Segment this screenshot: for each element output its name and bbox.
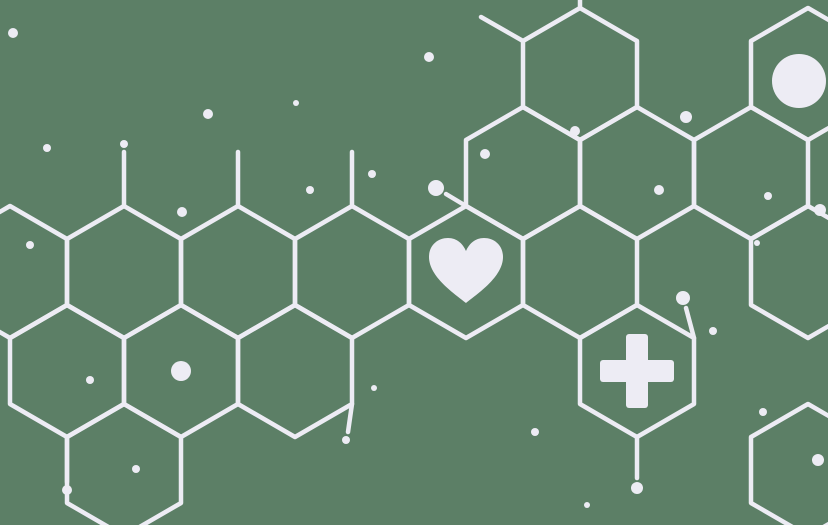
- hexagon-cell: [694, 107, 808, 239]
- molecule-dot: [631, 482, 643, 494]
- molecule-dot: [759, 408, 767, 416]
- hexagon-network: [0, 8, 828, 525]
- molecule-dot: [43, 144, 51, 152]
- molecule-dot: [306, 186, 314, 194]
- molecule-dot: [203, 109, 213, 119]
- molecule-dot: [120, 140, 128, 148]
- hexagon-cell: [67, 206, 181, 338]
- molecule-dot: [62, 485, 72, 495]
- hexagon-cell: [10, 305, 124, 437]
- bond-line: [443, 191, 469, 209]
- hexagon-cell: [0, 206, 67, 338]
- molecule-dot: [342, 436, 350, 444]
- molecule-dot: [8, 28, 18, 38]
- molecule-dot: [680, 111, 692, 123]
- medical-cross-icon: [600, 334, 674, 408]
- molecule-dot: [584, 502, 590, 508]
- medical-cross-horizontal-bar: [600, 360, 674, 382]
- hexagon-cell: [181, 206, 295, 338]
- circle-icon: [772, 54, 826, 108]
- molecule-dot: [26, 241, 34, 249]
- heart-icon: [429, 238, 503, 303]
- molecule-dot: [428, 180, 444, 196]
- molecule-dot: [676, 291, 690, 305]
- bond-line: [683, 305, 697, 341]
- bond-line: [478, 14, 526, 44]
- molecule-dot: [764, 192, 772, 200]
- hexagon-cell: [751, 206, 828, 338]
- molecule-dot: [709, 327, 717, 335]
- molecule-dot: [293, 100, 299, 106]
- molecule-dot: [177, 207, 187, 217]
- molecule-dot: [86, 376, 94, 384]
- molecule-dots: [8, 28, 826, 508]
- molecule-dot: [132, 465, 140, 473]
- bond-line: [345, 401, 355, 435]
- molecule-dot: [654, 185, 664, 195]
- hexagon-cell: [67, 404, 181, 525]
- molecule-dot: [371, 385, 377, 391]
- hexagon-cell: [295, 206, 409, 338]
- molecule-dot: [814, 204, 826, 216]
- hexagon-cell: [523, 8, 637, 140]
- hexagon-cell: [580, 107, 694, 239]
- molecule-dot: [480, 149, 490, 159]
- hexagon-cell: [238, 305, 352, 437]
- molecule-dot: [812, 454, 824, 466]
- molecule-dot: [570, 126, 580, 136]
- bond-lines: [64, 0, 697, 485]
- molecule-dot: [424, 52, 434, 62]
- molecule-dot: [171, 361, 191, 381]
- molecule-dot: [368, 170, 376, 178]
- molecule-dot: [754, 240, 760, 246]
- molecule-dot: [531, 428, 539, 436]
- hexagon-cell: [466, 107, 580, 239]
- hexagon-cell: [523, 206, 637, 338]
